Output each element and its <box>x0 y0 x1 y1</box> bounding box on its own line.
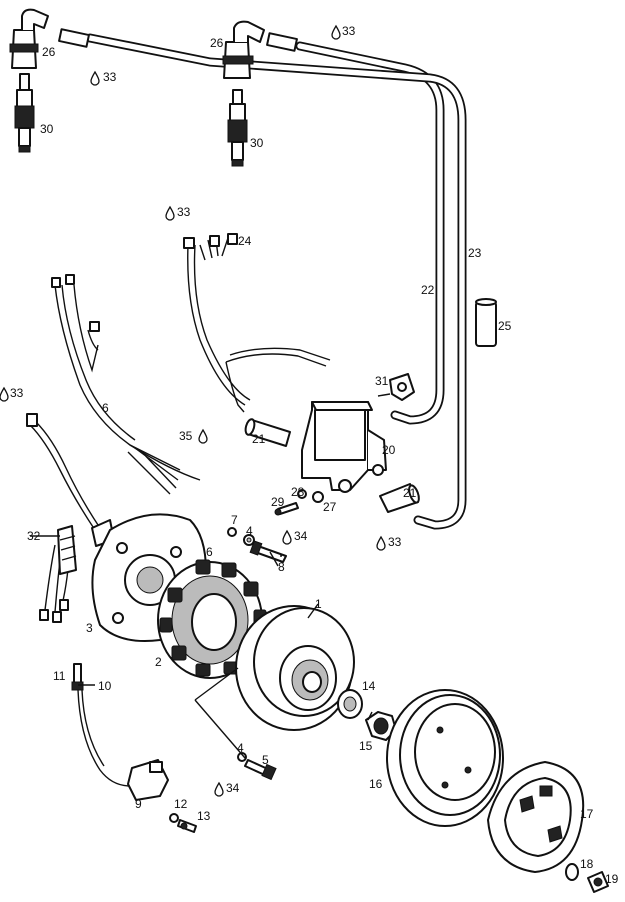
callout-10: 10 <box>98 679 112 693</box>
callout-11: 11 <box>53 669 66 683</box>
pickup-sensor <box>71 663 169 801</box>
callout-15: 15 <box>359 739 373 753</box>
callout-21b: 21 <box>403 486 417 500</box>
callout-13: 13 <box>197 809 211 823</box>
callout-33e: 33 <box>388 535 402 549</box>
callout-12: 12 <box>174 797 188 811</box>
callout-1: 1 <box>315 597 322 611</box>
screw-set-12-13 <box>169 813 197 833</box>
ht-lead-23 <box>85 33 467 530</box>
drop-icon <box>198 429 208 444</box>
callout-19: 19 <box>605 872 619 886</box>
drop-icon <box>331 25 341 40</box>
spark-plug-right <box>227 89 248 167</box>
screw-set-upper <box>227 527 287 563</box>
spark-plug-cap-right <box>222 20 298 79</box>
callout-4a: 4 <box>246 524 253 538</box>
callout-30a: 30 <box>40 122 54 136</box>
hose-boot-21-right <box>379 483 420 513</box>
screw-set-lower <box>237 752 277 781</box>
washer-18 <box>565 863 579 881</box>
callout-28: 28 <box>291 485 305 499</box>
cdi-ignition-unit <box>301 401 387 493</box>
callout-9: 9 <box>135 797 142 811</box>
callout-35: 35 <box>179 429 193 443</box>
starter-pulley <box>386 689 504 827</box>
callout-22: 22 <box>421 283 435 297</box>
callout-24: 24 <box>238 234 252 248</box>
spark-plug-left <box>14 73 35 153</box>
callout-7: 7 <box>231 513 238 527</box>
hose-boot-21-left <box>244 418 291 447</box>
callout-17: 17 <box>580 807 594 821</box>
starter-cup <box>487 761 585 873</box>
callout-16: 16 <box>369 777 383 791</box>
callout-labels: 1 2 3 4 4 5 6 6 7 8 9 10 11 12 13 14 15 … <box>10 24 619 886</box>
callout-26a: 26 <box>42 45 56 59</box>
callout-14: 14 <box>362 679 376 693</box>
drop-icon <box>165 206 175 221</box>
callout-31: 31 <box>375 374 389 388</box>
callout-33b: 33 <box>103 70 117 84</box>
callout-30b: 30 <box>250 136 264 150</box>
callout-6a: 6 <box>102 401 109 415</box>
callout-25: 25 <box>498 319 512 333</box>
drop-icon <box>376 536 386 551</box>
bolt-19 <box>587 871 609 893</box>
callout-34a: 34 <box>294 529 308 543</box>
callout-33a: 33 <box>342 24 356 38</box>
callout-21a: 21 <box>252 432 266 446</box>
drop-icon <box>90 71 100 86</box>
callout-2: 2 <box>155 655 162 669</box>
callout-26b: 26 <box>210 36 224 50</box>
callout-33d: 33 <box>10 386 24 400</box>
sleeve-25 <box>475 298 497 347</box>
callout-23: 23 <box>468 246 482 260</box>
hardware-27-28-29 <box>274 489 324 516</box>
callout-27: 27 <box>323 500 337 514</box>
callout-4b: 4 <box>237 741 244 755</box>
callout-3: 3 <box>86 621 93 635</box>
callout-33c: 33 <box>177 205 191 219</box>
callout-18: 18 <box>580 857 594 871</box>
callout-32: 32 <box>27 529 41 543</box>
wire-harness-24 <box>183 233 331 413</box>
callout-20: 20 <box>382 443 396 457</box>
spark-plug-cap-left <box>9 8 90 69</box>
clip-31 <box>389 373 415 401</box>
drop-icon <box>282 530 292 545</box>
flywheel <box>235 605 355 731</box>
callout-5: 5 <box>262 753 269 767</box>
drop-icon <box>214 782 224 797</box>
callout-29: 29 <box>271 495 285 509</box>
drop-icon <box>0 387 9 402</box>
callout-8: 8 <box>278 560 285 574</box>
washer-14 <box>337 689 363 719</box>
callout-6b: 6 <box>206 545 213 559</box>
callout-34b: 34 <box>226 781 240 795</box>
leader-lines <box>30 393 391 759</box>
